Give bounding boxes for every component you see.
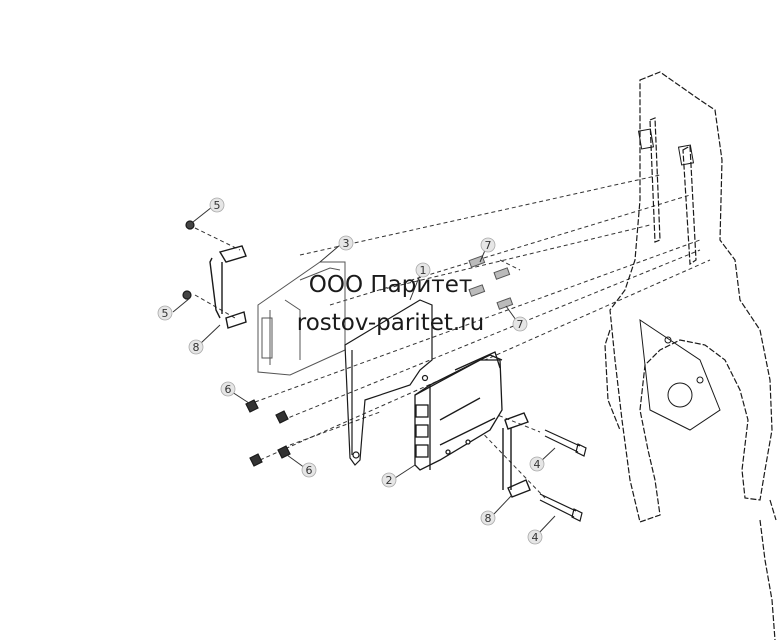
- svg-text:6: 6: [306, 464, 313, 477]
- svg-text:6: 6: [225, 383, 232, 396]
- watermark-company-name: ООО Паритет: [308, 272, 473, 298]
- callout-6-lower: 6: [301, 462, 317, 478]
- svg-text:3: 3: [343, 237, 350, 250]
- callout-5-lower: 5: [157, 305, 173, 321]
- callout-8-lower: 8: [480, 510, 496, 526]
- svg-text:8: 8: [193, 341, 200, 354]
- clips-part-7: [468, 255, 514, 310]
- chassis-frame: [604, 71, 777, 641]
- callout-8-upper: 8: [188, 339, 204, 355]
- bracket-part-1: [344, 299, 433, 466]
- callout-6-upper: 6: [220, 381, 236, 397]
- long-bolt-part-4-lower: [539, 493, 583, 522]
- u-bracket-part-8-lower: [502, 412, 531, 498]
- ecu-module-part-2: [414, 351, 503, 471]
- watermark-website: rostov-paritet.ru: [296, 310, 485, 336]
- nut-part-5-upper: [185, 220, 195, 230]
- callout-3: 3: [338, 235, 354, 251]
- callout-1: 1: [415, 262, 431, 278]
- svg-text:2: 2: [386, 474, 393, 487]
- long-bolt-part-4-upper: [544, 429, 587, 457]
- svg-text:4: 4: [532, 531, 539, 544]
- svg-text:7: 7: [517, 318, 524, 331]
- callout-5-upper: 5: [209, 197, 225, 213]
- svg-text:8: 8: [485, 512, 492, 525]
- callout-4-lower: 4: [527, 529, 543, 545]
- svg-text:5: 5: [162, 307, 169, 320]
- frame-details: [637, 128, 721, 431]
- callout-7-upper: 7: [480, 237, 496, 253]
- callout-2: 2: [381, 472, 397, 488]
- svg-text:5: 5: [214, 199, 221, 212]
- callout-4-upper: 4: [529, 456, 545, 472]
- svg-text:4: 4: [534, 458, 541, 471]
- svg-text:1: 1: [420, 264, 427, 277]
- nut-part-5-lower: [182, 290, 192, 300]
- short-bolts-part-6: [245, 399, 291, 467]
- callout-7-lower: 7: [512, 316, 528, 332]
- u-bracket-part-8-upper: [209, 245, 247, 329]
- svg-text:7: 7: [485, 239, 492, 252]
